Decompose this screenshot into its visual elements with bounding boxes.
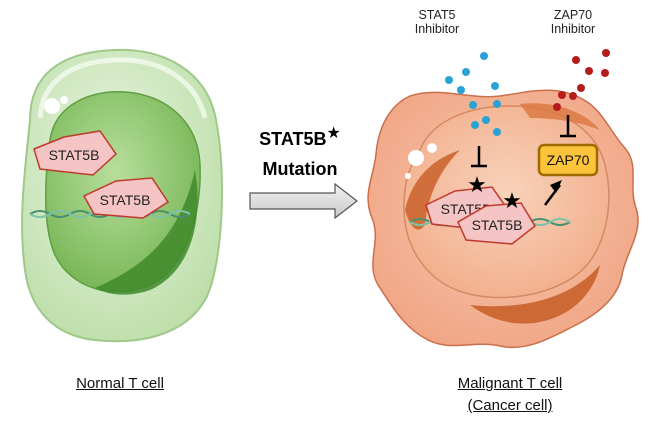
malignant-cell-caption-line1: Malignant T cell (457, 375, 563, 392)
normal-vesicle-small (60, 96, 68, 104)
stat5-inhibitor-molecule (493, 100, 501, 108)
zap70-inhibitor-molecule (585, 67, 593, 75)
stat5-inhibitor-molecule (482, 116, 490, 124)
zap70-inhibitor-molecule (569, 92, 577, 100)
malignant-nucleus-fold-1 (405, 150, 460, 230)
malignant-stat5b-label-2: STAT5B (472, 217, 523, 233)
zap70-box (537, 143, 599, 177)
malignant-cell-caption: Malignant T cell (Cancer cell) (410, 374, 610, 416)
stat5-inhibitor-dots (445, 52, 501, 136)
stat5-inhibitor-molecule (445, 76, 453, 84)
malignant-cell-caption-line2: (Cancer cell) (467, 397, 553, 414)
stat5-inhibitor-label-line2: Inhibitor (414, 22, 460, 36)
malignant-vesicle-small (405, 173, 411, 179)
stat5-inhibitor-label-line1: STAT5 (418, 8, 456, 22)
zap70-inhibitor-label-line2: Inhibitor (550, 22, 596, 36)
stat5-inhibitor-molecule (469, 101, 477, 109)
normal-stat5b-label-1: STAT5B (49, 147, 100, 163)
normal-t-cell: STAT5B STAT5B (21, 48, 224, 343)
zap70-activation-arrow (544, 180, 562, 206)
stat5-inhibitor-molecule (493, 128, 501, 136)
normal-stat5b-protein-1 (33, 130, 117, 176)
mutation-star-icon: ★ (326, 125, 341, 142)
zap70-inhibitor-label: ZAP70 Inhibitor (538, 8, 608, 36)
mutation-label-gene: STAT5B (259, 129, 327, 149)
zap70-inhibitor-label-line1: ZAP70 (553, 8, 593, 22)
normal-cell-caption: Normal T cell (76, 375, 164, 392)
zap70-inhibitor-molecule (602, 49, 610, 57)
stat5-inhibitor-molecule (491, 82, 499, 90)
mutation-label: STAT5B★ Mutation (236, 125, 364, 180)
zap70-inhibitor-molecule (601, 69, 609, 77)
mutation-star-2: ★ (502, 188, 522, 213)
stat5-inhibitor-molecule (457, 86, 465, 94)
normal-vesicle-large (44, 98, 60, 114)
mutation-label-word: Mutation (262, 159, 338, 179)
stat5-inhibition-bar (471, 146, 487, 168)
normal-cell-membrane-highlight (37, 57, 208, 119)
malignant-nucleus-fold-2 (470, 265, 600, 324)
zap70-inhibitor-molecule (558, 91, 566, 99)
stat5-inhibitor-label: STAT5 Inhibitor (404, 8, 470, 36)
normal-stat5b-label-2: STAT5B (100, 192, 151, 208)
stat5-inhibitor-molecule (462, 68, 470, 76)
zap70-inhibitor-dots (553, 49, 610, 111)
zap70-inhibitor-molecule (577, 84, 585, 92)
zap70-inhibitor-molecule (572, 56, 580, 64)
malignant-stat5b-protein-2 (457, 202, 536, 245)
stat5-inhibitor-molecule (480, 52, 488, 60)
mutation-star-1: ★ (467, 172, 487, 197)
normal-stat5b-protein-2 (82, 177, 170, 219)
malignant-vesicle-medium (427, 143, 437, 153)
normal-nucleus-fold (95, 170, 198, 295)
malignant-membrane-fold (520, 103, 600, 130)
mutation-arrow (249, 182, 358, 220)
zap70-box-label: ZAP70 (547, 152, 590, 168)
malignant-t-cell: STAT5B STAT5B ★ ★ ZAP70 (367, 89, 639, 349)
zap70-inhibitor-molecule (553, 103, 561, 111)
stat5-inhibitor-molecule (471, 121, 479, 129)
zap70-inhibition-bar (560, 115, 576, 138)
malignant-vesicle-large (408, 150, 424, 166)
